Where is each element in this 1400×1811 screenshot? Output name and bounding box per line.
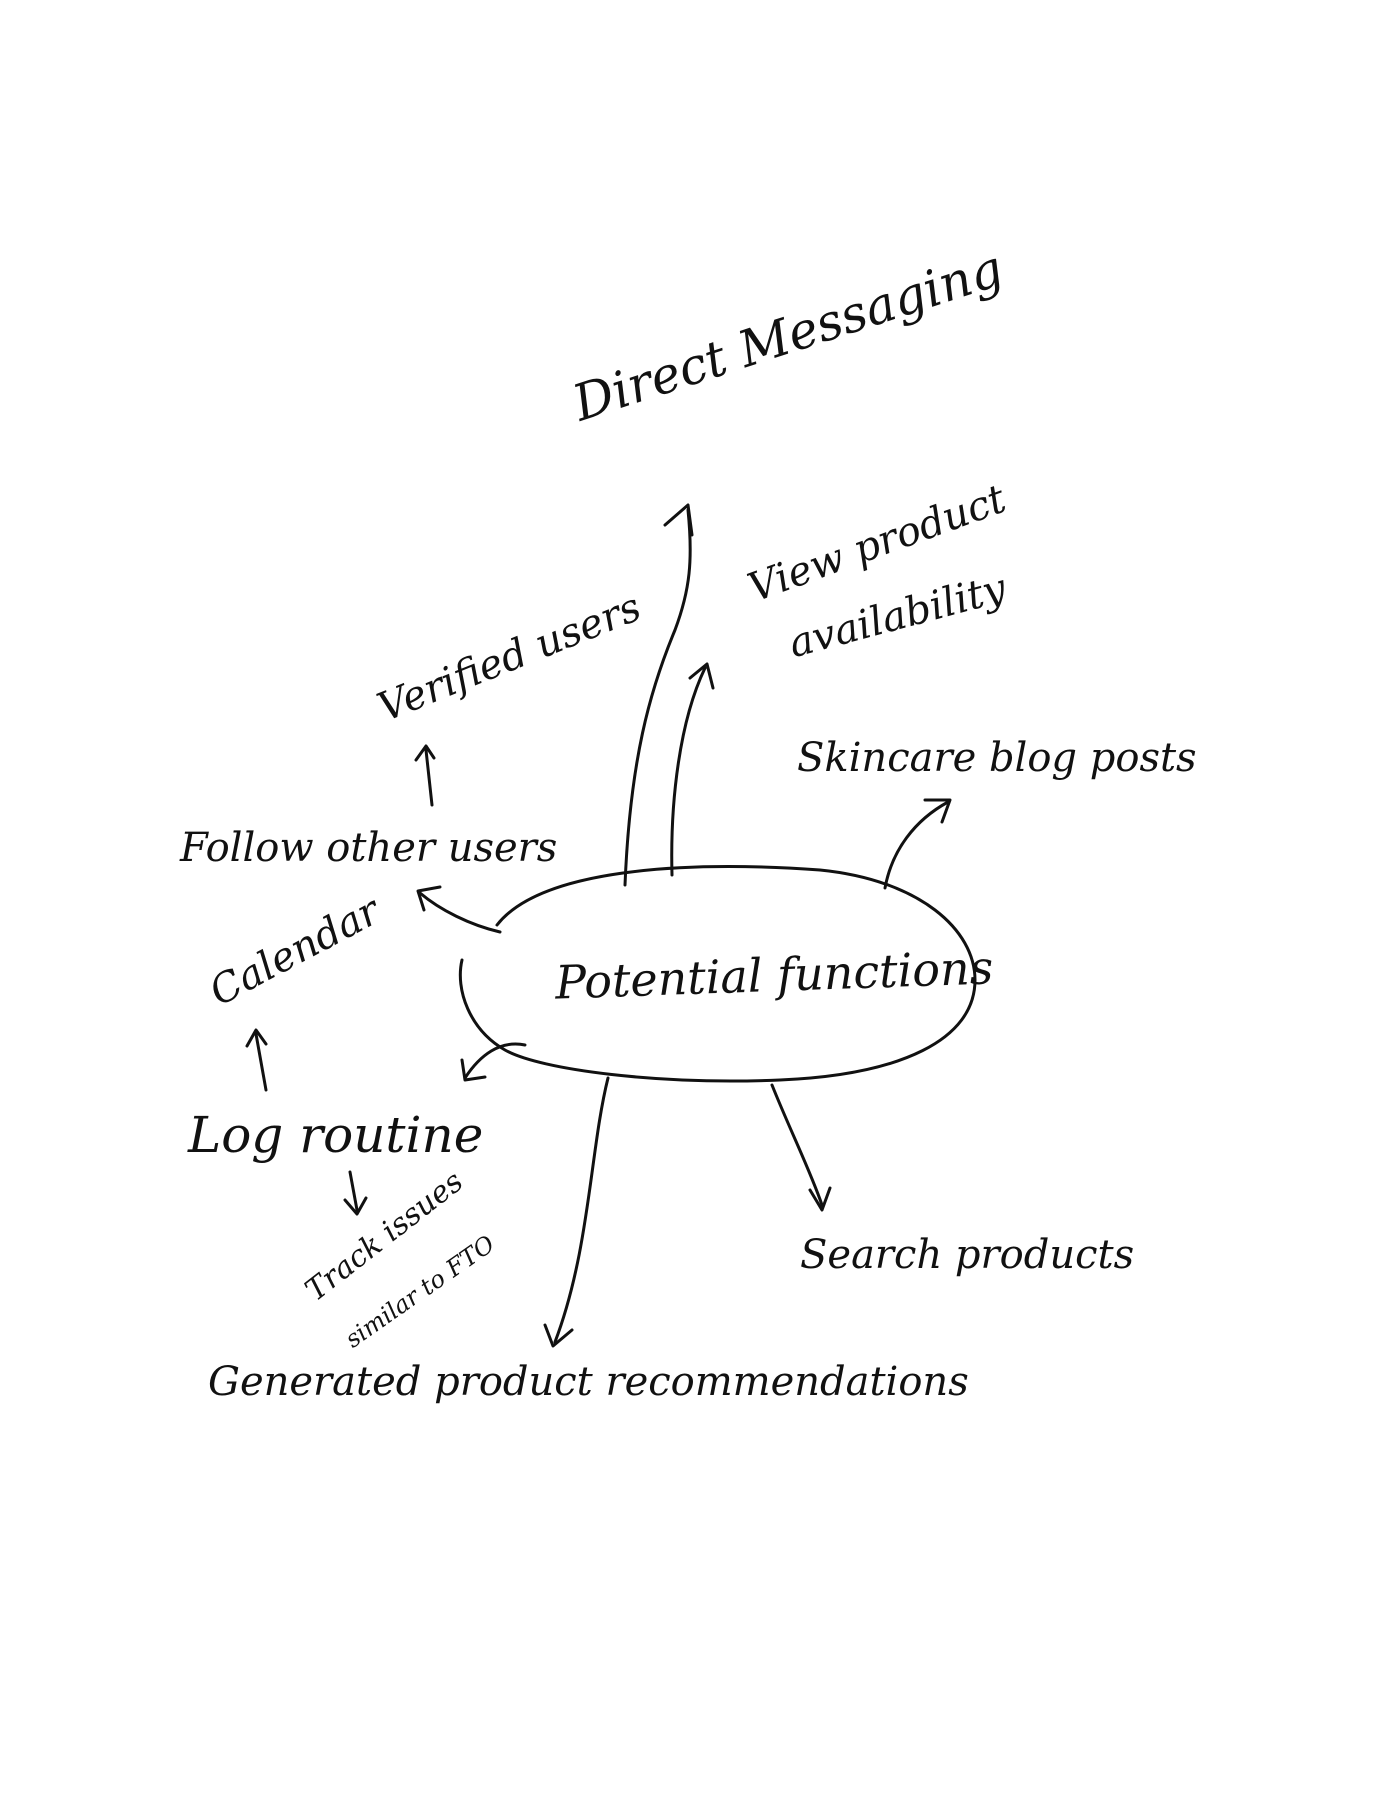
- arrowhead-log-routine: [460, 1058, 487, 1082]
- arrowhead-calendar: [245, 1028, 268, 1048]
- arrow-view-availability: [670, 666, 707, 877]
- branch-skincare-blog: Skincare blog posts: [797, 735, 1197, 781]
- arrow-follow-users: [418, 891, 502, 934]
- arrowhead-verified-users: [414, 744, 436, 762]
- arrowhead-skincare-blog: [923, 798, 952, 824]
- arrowhead-generated-recs: [543, 1323, 574, 1348]
- arrow-calendar: [254, 1032, 268, 1092]
- arrowhead-track-issues: [343, 1196, 368, 1216]
- arrowhead-direct-messaging: [663, 503, 694, 537]
- arrow-direct-messaging: [623, 508, 692, 887]
- center-bubble: [458, 865, 977, 1083]
- arrow-skincare-blog: [883, 800, 950, 890]
- arrowhead-search-products: [808, 1186, 832, 1212]
- arrowhead-follow-users: [416, 885, 442, 912]
- arrow-verified-users: [424, 748, 434, 807]
- arrow-log-routine: [463, 1042, 527, 1080]
- branch-search-products: Search products: [800, 1232, 1135, 1278]
- branch-log-routine: Log routine: [188, 1106, 484, 1164]
- branch-follow-users: Follow other users: [180, 825, 558, 871]
- arrowhead-view-availability: [688, 662, 715, 690]
- center-label: Potential functions: [554, 940, 995, 1010]
- arrow-track-issues: [348, 1170, 359, 1212]
- branch-generated-recs: Generated product recommendations: [208, 1359, 969, 1405]
- arrow-generated-recs: [553, 1076, 610, 1344]
- arrow-search-products: [770, 1083, 824, 1207]
